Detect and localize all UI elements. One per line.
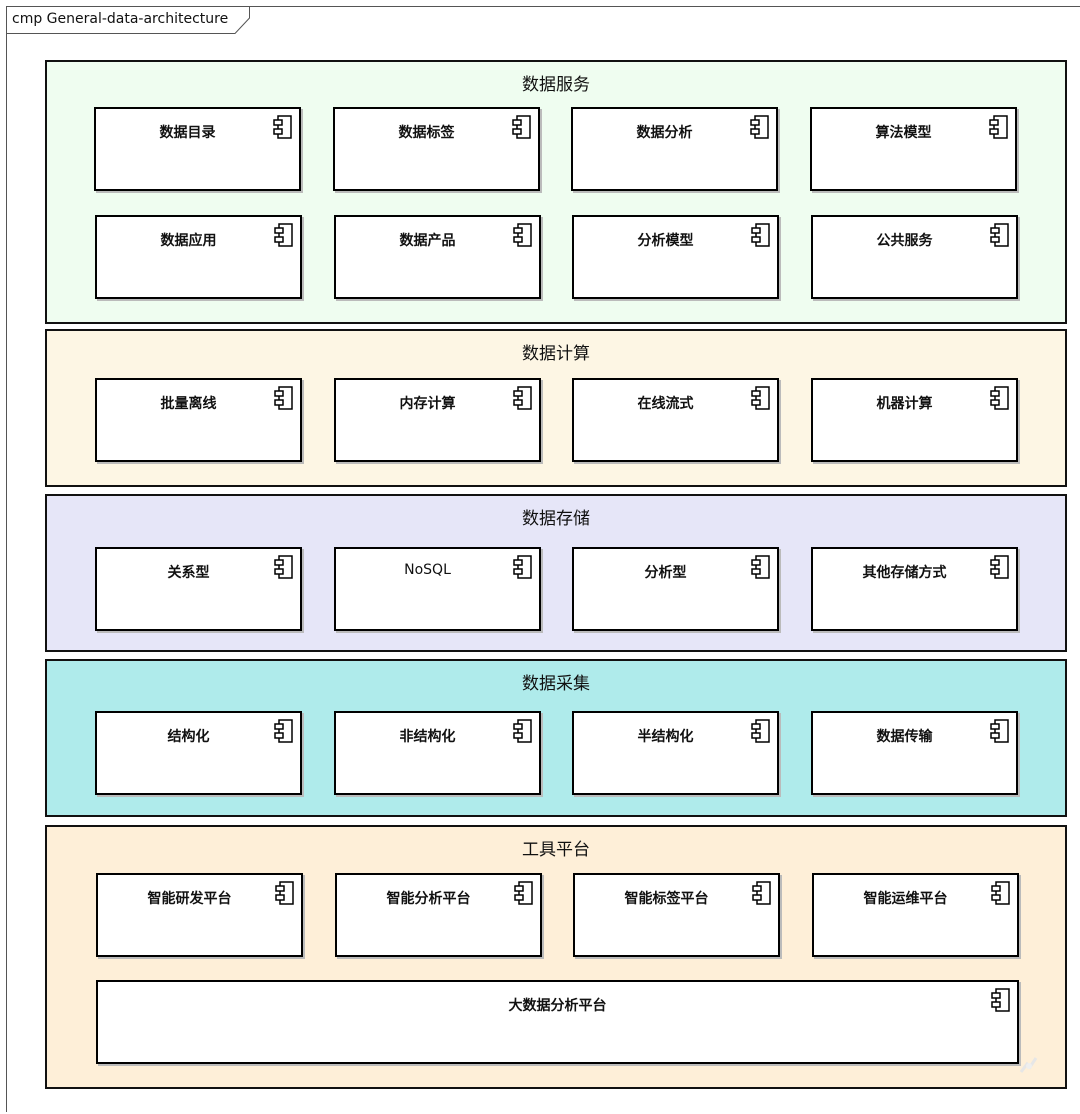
component-label: 数据目录 <box>159 125 216 141</box>
component-box[interactable]: 内存计算 <box>334 378 541 462</box>
component-box[interactable]: NoSQL <box>334 547 541 631</box>
component-icon <box>989 115 1008 139</box>
component-box[interactable]: 非结构化 <box>334 711 541 795</box>
component-box[interactable]: 数据标签 <box>333 107 540 191</box>
component-icon <box>514 881 533 905</box>
component-label: 大数据分析平台 <box>508 998 607 1014</box>
layer-data-service: 数据服务 数据目录 数据标签 数据分析 算法模型 数据应用 数据产品 分析模型 … <box>45 60 1067 324</box>
watermark-icon <box>1019 1057 1038 1073</box>
component-box[interactable]: 数据应用 <box>95 215 302 299</box>
component-icon <box>751 555 770 579</box>
layer-title: 数据计算 <box>522 344 590 364</box>
component-icon <box>990 719 1009 743</box>
component-label: 在线流式 <box>637 396 694 412</box>
component-box[interactable]: 批量离线 <box>95 378 302 462</box>
component-icon <box>513 223 532 247</box>
component-label: 批量离线 <box>160 396 217 412</box>
component-box-wide[interactable]: 大数据分析平台 <box>96 980 1019 1064</box>
component-box[interactable]: 半结构化 <box>572 711 779 795</box>
component-icon <box>750 115 769 139</box>
component-label: 智能分析平台 <box>386 891 471 907</box>
layer-data-storage: 数据存储 关系型 NoSQL 分析型 其他存储方式 <box>45 494 1067 652</box>
component-box[interactable]: 数据传输 <box>811 711 1018 795</box>
component-icon <box>512 115 531 139</box>
component-icon <box>513 386 532 410</box>
component-icon <box>274 223 293 247</box>
layer-title: 数据服务 <box>522 75 590 95</box>
component-label: 非结构化 <box>399 729 456 745</box>
component-icon <box>273 115 292 139</box>
layer-data-compute: 数据计算 批量离线 内存计算 在线流式 机器计算 <box>45 329 1067 487</box>
layer-title: 数据存储 <box>522 509 590 529</box>
component-label: 关系型 <box>167 565 210 581</box>
component-label: NoSQL <box>404 562 451 578</box>
component-icon <box>274 386 293 410</box>
component-box[interactable]: 结构化 <box>95 711 302 795</box>
component-icon <box>990 386 1009 410</box>
component-box[interactable]: 数据目录 <box>94 107 301 191</box>
component-label: 智能运维平台 <box>863 891 948 907</box>
layer-title: 数据采集 <box>522 674 590 694</box>
component-icon <box>275 881 294 905</box>
component-box[interactable]: 智能研发平台 <box>96 873 303 957</box>
component-box[interactable]: 数据产品 <box>334 215 541 299</box>
component-icon <box>513 555 532 579</box>
component-box[interactable]: 智能分析平台 <box>335 873 542 957</box>
component-icon <box>751 223 770 247</box>
component-label: 数据标签 <box>398 125 455 141</box>
layer-tool-platform: 工具平台 智能研发平台 智能分析平台 智能标签平台 智能运维平台 大数据分析平台 <box>45 825 1067 1089</box>
component-box[interactable]: 智能标签平台 <box>573 873 780 957</box>
frame-title: cmp General-data-architecture <box>12 11 229 27</box>
component-icon <box>751 719 770 743</box>
component-label: 算法模型 <box>875 125 932 141</box>
component-label: 智能研发平台 <box>147 891 232 907</box>
component-icon <box>274 555 293 579</box>
component-label: 分析型 <box>644 565 687 581</box>
component-box[interactable]: 在线流式 <box>572 378 779 462</box>
component-icon <box>752 881 771 905</box>
component-box[interactable]: 机器计算 <box>811 378 1018 462</box>
component-box[interactable]: 智能运维平台 <box>812 873 1019 957</box>
component-label: 其他存储方式 <box>862 565 947 581</box>
component-box[interactable]: 数据分析 <box>571 107 778 191</box>
component-icon <box>513 719 532 743</box>
diagram-frame <box>6 6 1080 1112</box>
component-icon <box>751 386 770 410</box>
component-label: 分析模型 <box>637 233 694 249</box>
component-label: 内存计算 <box>399 396 456 412</box>
component-label: 半结构化 <box>637 729 694 745</box>
component-label: 数据传输 <box>876 729 933 745</box>
component-label: 机器计算 <box>876 396 933 412</box>
component-box[interactable]: 公共服务 <box>811 215 1018 299</box>
component-box[interactable]: 关系型 <box>95 547 302 631</box>
layer-title: 工具平台 <box>522 840 590 860</box>
component-label: 结构化 <box>167 729 210 745</box>
component-icon <box>274 719 293 743</box>
component-icon <box>991 881 1010 905</box>
component-icon <box>990 223 1009 247</box>
component-label: 数据分析 <box>636 125 693 141</box>
component-label: 数据应用 <box>160 233 217 249</box>
component-label: 智能标签平台 <box>624 891 709 907</box>
component-label: 数据产品 <box>399 233 456 249</box>
component-box[interactable]: 分析模型 <box>572 215 779 299</box>
component-icon <box>990 555 1009 579</box>
component-icon <box>991 988 1010 1012</box>
component-box[interactable]: 算法模型 <box>810 107 1017 191</box>
layer-data-collection: 数据采集 结构化 非结构化 半结构化 数据传输 <box>45 659 1067 817</box>
component-box[interactable]: 分析型 <box>572 547 779 631</box>
component-label: 公共服务 <box>876 233 933 249</box>
component-box[interactable]: 其他存储方式 <box>811 547 1018 631</box>
